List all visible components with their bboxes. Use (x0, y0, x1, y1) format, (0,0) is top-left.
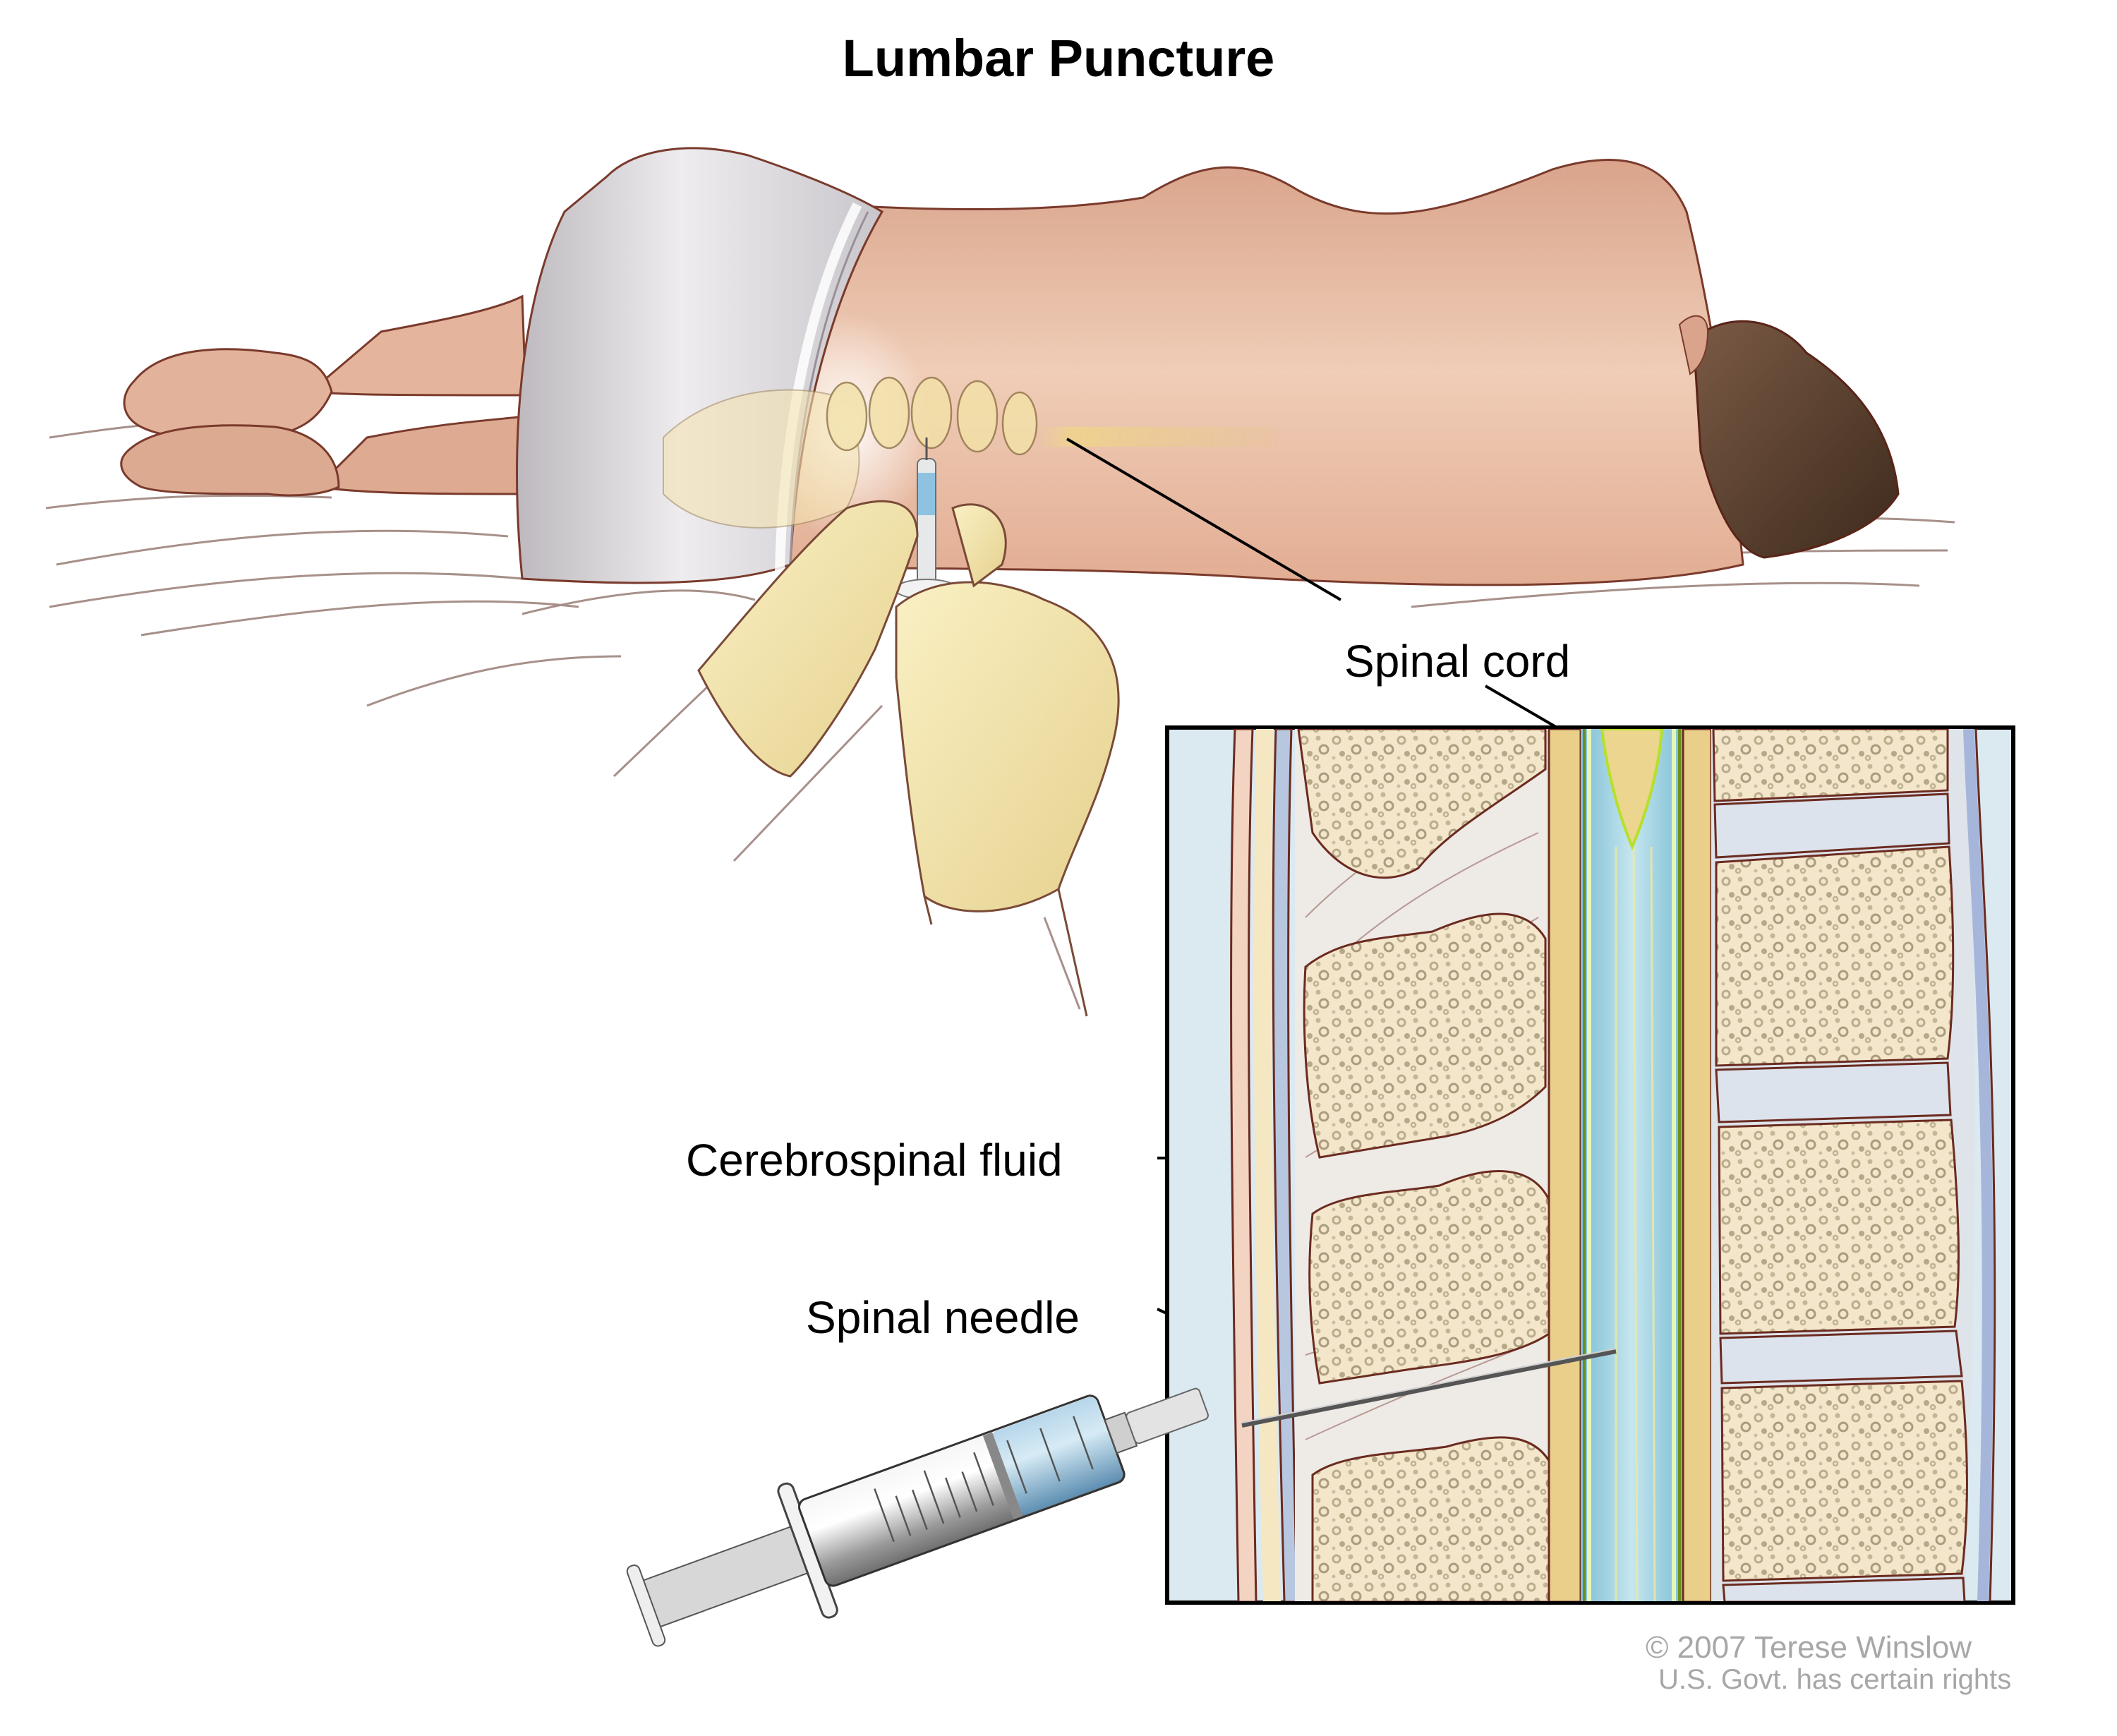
rights-line: U.S. Govt. has certain rights (1658, 1664, 2012, 1695)
legs-and-feet (120, 294, 527, 497)
intervertebral-disc-1 (1713, 792, 1950, 859)
spinal-cord-conus (1600, 729, 1664, 851)
spinal-cord-leader-upper (1066, 438, 1342, 601)
needle-hub (1126, 1387, 1209, 1445)
figure-title: Lumbar Puncture (842, 29, 1275, 88)
hair (1692, 320, 1900, 559)
label-cerebrospinal-fluid: Cerebrospinal fluid (686, 1135, 1063, 1186)
spinous-process-3 (1308, 1170, 1550, 1385)
large-syringe (626, 1387, 1209, 1647)
intervertebral-disc-3 (1719, 1330, 1963, 1385)
intervertebral-disc-2 (1715, 1061, 1952, 1123)
vertebral-body-3 (1718, 1119, 1960, 1335)
label-spinal-cord: Spinal cord (1344, 636, 1571, 687)
spinous-process-4 (1311, 1436, 1550, 1601)
label-spinal-needle: Spinal needle (806, 1292, 1080, 1343)
vertebral-body-2 (1715, 845, 1955, 1067)
vertebral-body-1 (1712, 729, 1949, 802)
vertebral-body-4 (1720, 1380, 1968, 1582)
copyright-line: © 2007 Terese Winslow (1646, 1630, 1972, 1665)
inset-cross-section (1165, 725, 2015, 1605)
spinous-process-2 (1303, 912, 1547, 1159)
cerebrospinal-fluid-region (1581, 729, 1683, 1601)
spinous-process-1 (1297, 729, 1547, 879)
syringe-plunger (637, 1526, 809, 1630)
spinal-needle (1241, 1349, 1617, 1428)
lumbar-vertebrae-overlay (663, 376, 1277, 529)
gloved-hands (697, 500, 1120, 1017)
intervertebral-disc-4 (1722, 1577, 1966, 1601)
